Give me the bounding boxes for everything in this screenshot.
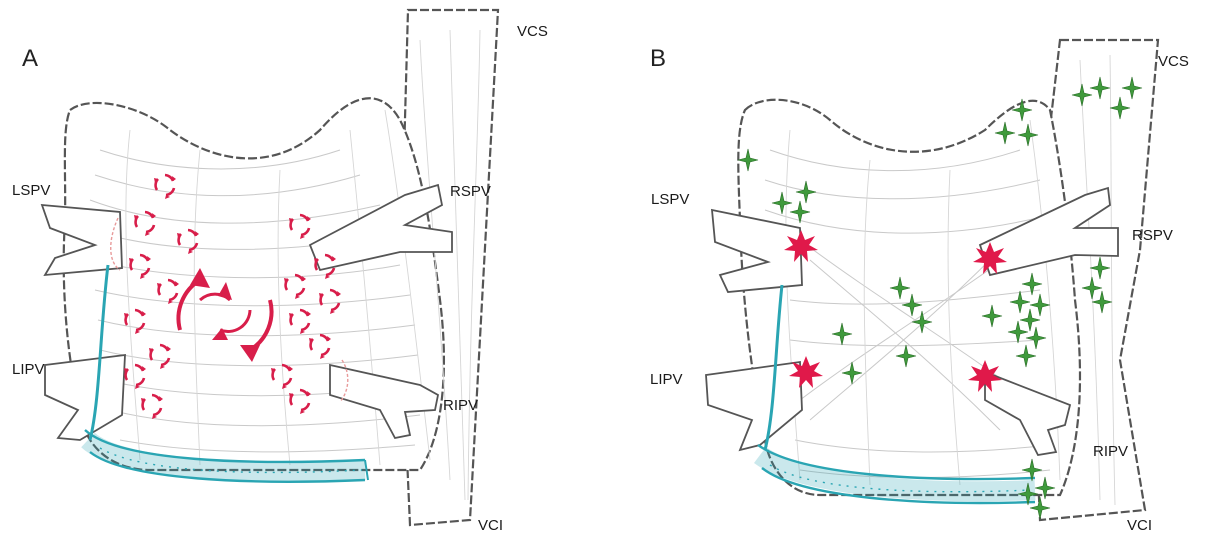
label-ripv-a: RIPV [443,397,478,414]
lspv-vein [42,205,122,275]
panel-a: A [12,10,548,534]
panel-b: B [650,40,1189,534]
label-lipv-a: LIPV [12,361,45,378]
panel-letter-a: A [22,45,38,72]
label-vci-a: VCI [478,517,503,534]
label-vcs-b: VCS [1158,53,1189,70]
label-lipv-b: LIPV [650,371,683,388]
panel-letter-b: B [650,45,666,72]
label-lspv-b: LSPV [651,191,689,208]
label-rspv-b: RSPV [1132,227,1173,244]
label-vcs-a: VCS [517,23,548,40]
label-vci-b: VCI [1127,517,1152,534]
label-rspv-a: RSPV [450,183,491,200]
label-lspv-a: LSPV [12,182,50,199]
label-ripv-b: RIPV [1093,443,1128,460]
